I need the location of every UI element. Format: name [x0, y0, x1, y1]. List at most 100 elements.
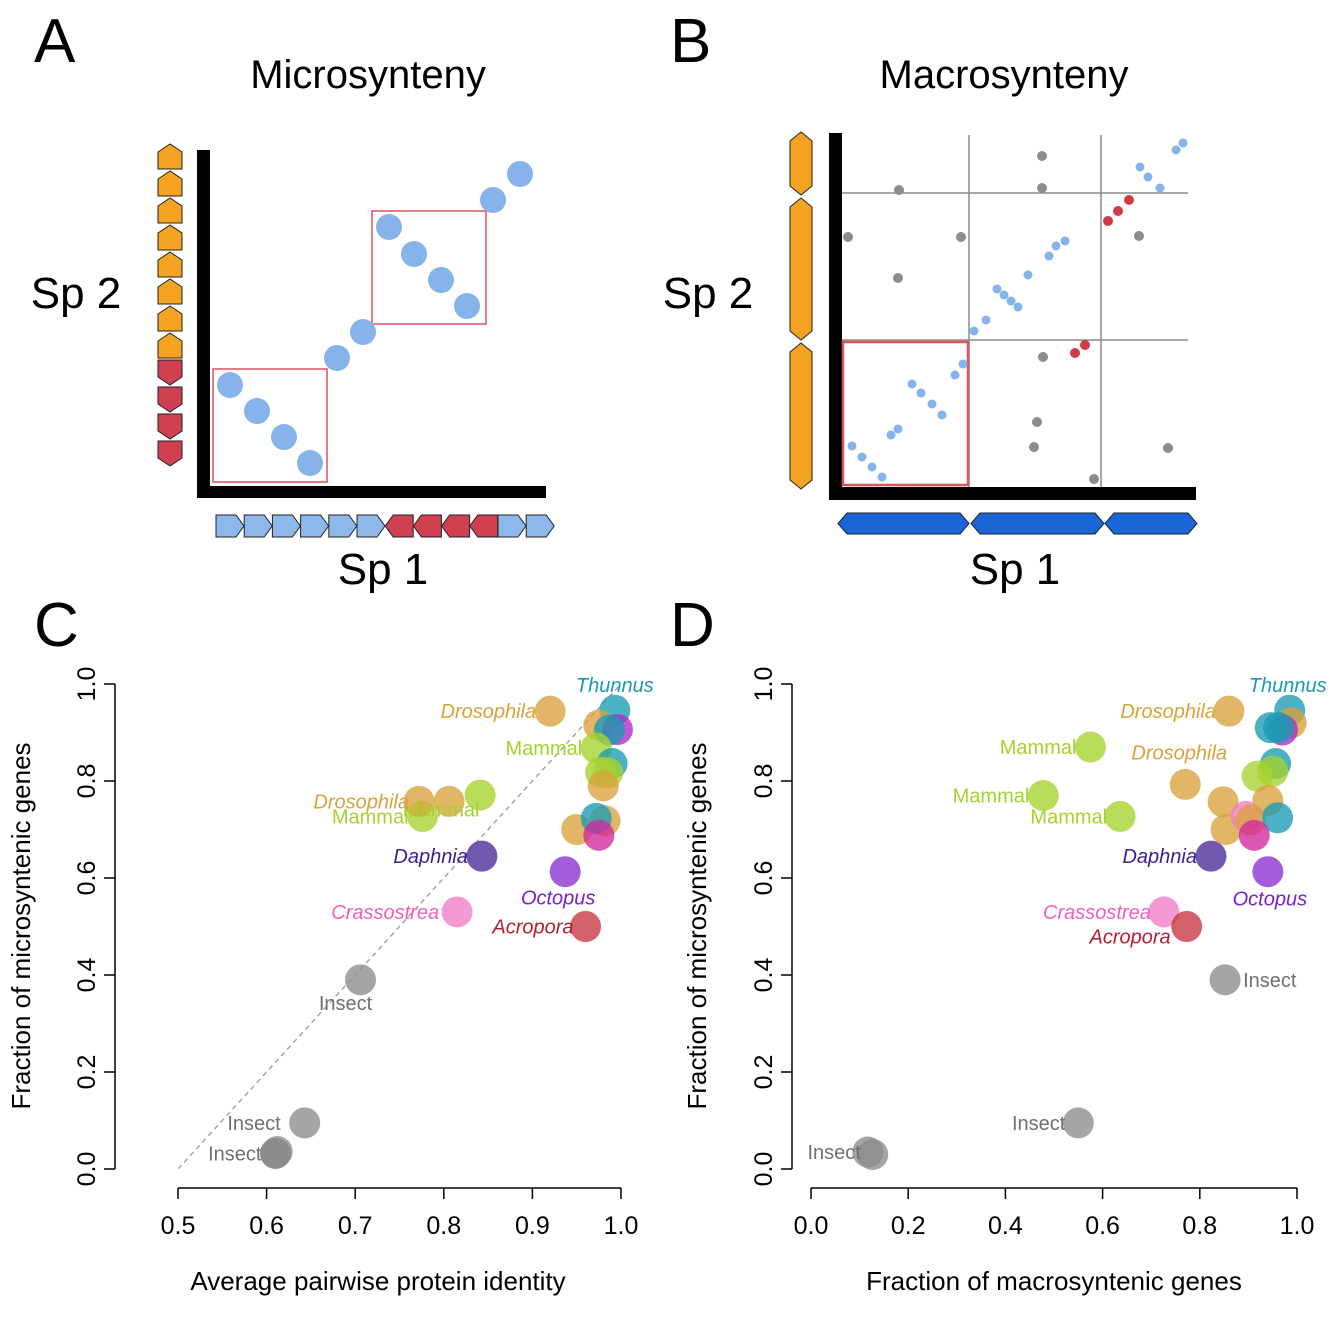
- panel-c-point-labels: ThunnusDrosophilaMammalMammalDrosophilaM…: [208, 675, 654, 1165]
- y-tick-label: 0.8: [73, 764, 101, 799]
- y-tick-label: 0.6: [73, 861, 101, 896]
- data-point: [289, 1107, 321, 1139]
- x-tick-label: 0.0: [794, 1212, 829, 1240]
- panel-a-sp2-label: Sp 2: [31, 269, 122, 318]
- ortholog-dot: [454, 293, 480, 319]
- point-label: Acropora: [1089, 927, 1171, 949]
- x-tick-label: 1.0: [604, 1212, 639, 1240]
- ortholog-dot: [1006, 296, 1016, 306]
- ortholog-dot: [1113, 206, 1123, 216]
- gene-arrow-forward: [157, 305, 183, 332]
- ortholog-dot: [1134, 231, 1144, 241]
- ortholog-dot: [1089, 474, 1099, 484]
- ortholog-dot: [969, 326, 979, 336]
- y-tick-label: 0.2: [750, 1055, 778, 1090]
- ortholog-dot: [1163, 443, 1173, 453]
- panel-d-y-axis-label: Fraction of microsyntenic genes: [682, 742, 712, 1109]
- point-label: Insect: [227, 1113, 281, 1135]
- ortholog-dot: [507, 161, 533, 187]
- panel-a-y-axis-bar: [197, 150, 210, 498]
- ortholog-dot: [950, 370, 960, 380]
- sp1-chromosome: [1104, 512, 1198, 535]
- x-tick-label: 0.4: [988, 1212, 1023, 1240]
- point-label: Daphnia: [393, 846, 468, 868]
- point-label: Insect: [319, 993, 373, 1015]
- point-label: Insect: [1012, 1113, 1066, 1135]
- gene-arrow-forward: [243, 514, 273, 538]
- ortholog-dot: [1155, 183, 1165, 193]
- ortholog-dot: [1070, 348, 1080, 358]
- panel-a-microsynteny: A Microsynteny Sp 2 Sp 1: [31, 7, 555, 594]
- ortholog-dot: [894, 185, 904, 195]
- panel-b-x-axis-bar: [829, 487, 1196, 500]
- y-tick-label: 1.0: [73, 667, 101, 702]
- ortholog-dot: [1080, 340, 1090, 350]
- ortholog-dot: [857, 452, 867, 462]
- point-label: Thunnus: [1249, 675, 1327, 697]
- ortholog-dot: [1013, 302, 1023, 312]
- ortholog-dot: [893, 424, 903, 434]
- point-label: Insect: [808, 1142, 862, 1164]
- gene-arrow-forward: [157, 143, 183, 170]
- data-point: [1062, 1107, 1094, 1139]
- ortholog-dot: [1038, 352, 1048, 362]
- ortholog-dot: [376, 214, 402, 240]
- ortholog-dot: [1171, 145, 1181, 155]
- ortholog-dot: [847, 441, 857, 451]
- data-point: [1238, 819, 1270, 851]
- panel-a-synteny-box-2: [371, 210, 487, 325]
- ortholog-dot: [350, 319, 376, 345]
- ortholog-dot: [916, 388, 926, 398]
- gene-arrow-reverse: [440, 514, 471, 538]
- gene-arrow-forward: [157, 251, 183, 278]
- data-point: [1171, 911, 1203, 942]
- ortholog-dot: [480, 187, 506, 213]
- panel-c-x-axis-label: Average pairwise protein identity: [190, 1266, 565, 1296]
- data-point: [1074, 731, 1106, 763]
- point-label: Mammal: [332, 806, 409, 828]
- ortholog-dot: [956, 232, 966, 242]
- gene-arrow-forward: [300, 514, 330, 538]
- x-tick-label: 1.0: [1280, 1212, 1315, 1240]
- y-tick-label: 1.0: [750, 667, 778, 702]
- panel-a-title: Microsynteny: [250, 53, 486, 97]
- ortholog-dot: [843, 232, 853, 242]
- data-point: [857, 1138, 889, 1170]
- data-point: [1195, 840, 1227, 872]
- sp2-chromosome: [789, 197, 813, 341]
- ortholog-dot: [401, 241, 427, 267]
- data-point: [1148, 896, 1180, 928]
- panel-b-ortholog-dots: [843, 138, 1188, 484]
- ortholog-dot: [927, 399, 937, 409]
- y-tick-label: 0.0: [750, 1152, 778, 1187]
- panel-a-x-axis-bar: [197, 486, 546, 498]
- panel-c-y-axis-label: Fraction of microsyntenic genes: [6, 742, 36, 1109]
- ortholog-dot: [1135, 162, 1145, 172]
- gene-arrow-reverse: [157, 386, 183, 413]
- y-tick-label: 0.2: [73, 1055, 101, 1090]
- gene-arrow-reverse: [412, 514, 442, 538]
- point-label: Mammal: [506, 738, 583, 760]
- ortholog-dot: [297, 450, 323, 476]
- x-tick-label: 0.8: [1182, 1212, 1217, 1240]
- panel-b-sp2-label: Sp 2: [663, 269, 754, 318]
- data-point: [587, 770, 619, 802]
- y-tick-label: 0.6: [750, 861, 778, 896]
- point-label: Crassostrea: [331, 902, 439, 924]
- data-point: [345, 964, 377, 996]
- gene-arrow-reverse: [157, 359, 183, 386]
- point-label: Mammal: [953, 786, 1030, 808]
- x-tick-label: 0.2: [891, 1212, 926, 1240]
- ortholog-dot: [1143, 172, 1153, 182]
- gene-arrow-forward: [157, 170, 183, 197]
- panel-c-points: [259, 694, 633, 1169]
- ortholog-dot: [1032, 417, 1042, 427]
- gene-arrow-forward: [356, 514, 386, 538]
- data-point: [433, 785, 465, 817]
- panel-c-letter: C: [34, 591, 79, 660]
- panel-b-macrosynteny: B Macrosynteny Sp 2 Sp 1: [663, 7, 1198, 594]
- panel-b-sp1-label: Sp 1: [970, 545, 1061, 594]
